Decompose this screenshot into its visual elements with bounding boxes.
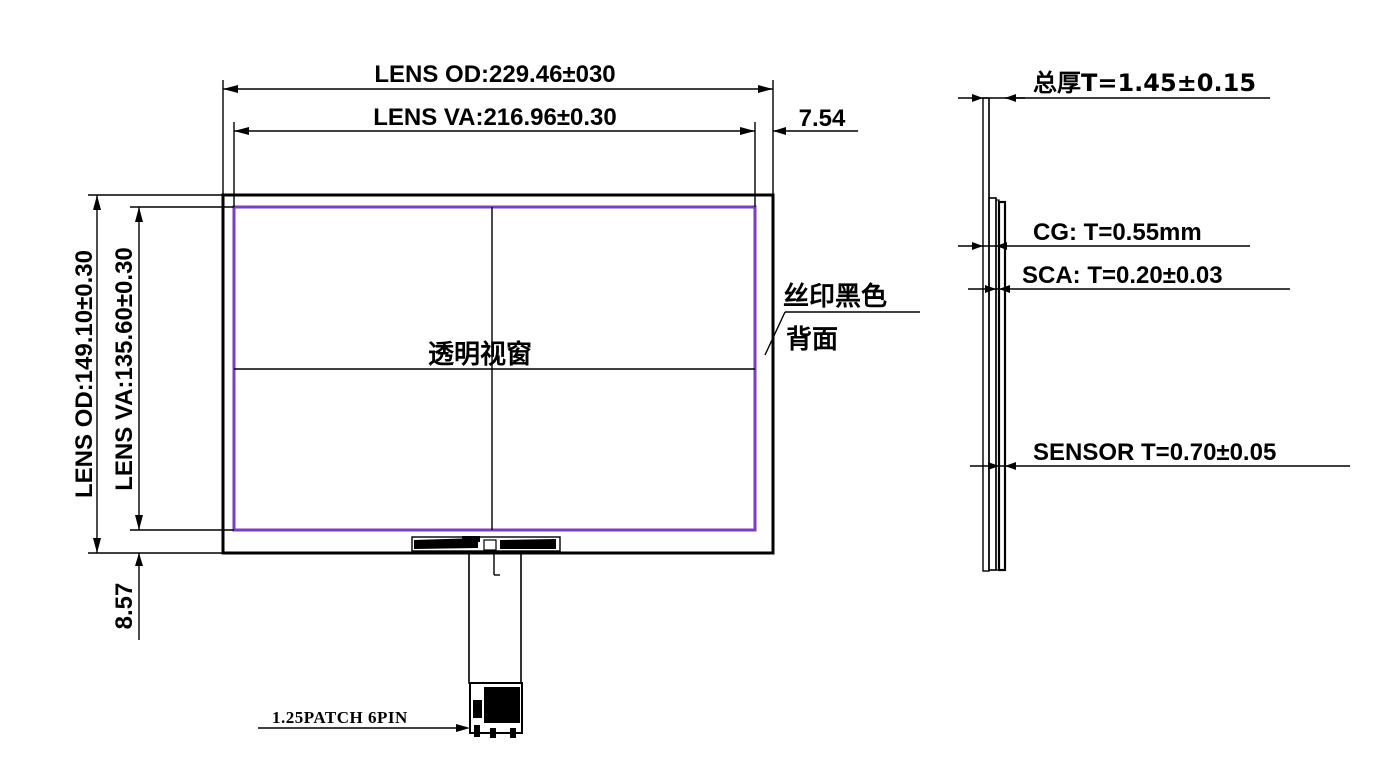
silkscreen-label-line2: 背面 [786,325,838,355]
layer-stack [982,97,1007,572]
lens-od-width-dimension: LENS OD:229.46±030 [222,61,774,195]
front-view: 透明视窗 LENS OD:229.46±030 LENS VA:216.96±0… [71,61,920,738]
lens-od-height-label: LENS OD:149.10±0.30 [71,250,98,498]
cover-glass-callout: CG: T=0.55mm [958,219,1250,250]
fpc-tail: 1.25PATCH 6PIN [258,536,561,738]
lens-va-height-label: LENS VA:135.60±0.30 [111,247,138,491]
sensor-callout: SENSOR T=0.70±0.05 [970,439,1350,470]
sca-callout: SCA: T=0.20±0.03 [968,262,1290,293]
lens-od-width-label: LENS OD:229.46±030 [374,61,615,88]
lens-od-height-dimension: LENS OD:149.10±0.30 [71,194,223,554]
cover-glass-label: CG: T=0.55mm [1033,219,1202,246]
right-border-dimension: 7.54 [773,105,858,135]
total-thickness-label: 总厚T=1.45±0.15 [1033,69,1256,97]
bottom-border-dimension: 8.57 [111,553,143,640]
bottom-border-label: 8.57 [111,583,138,630]
lens-va-height-dimension: LENS VA:135.60±0.30 [111,206,234,531]
total-thickness-callout: 总厚T=1.45±0.15 [958,69,1270,102]
silkscreen-callout: 丝印黑色 背面 [764,281,920,356]
silkscreen-label-line1: 丝印黑色 [783,281,887,312]
right-border-label: 7.54 [799,105,846,132]
connector-label: 1.25PATCH 6PIN [272,708,408,727]
sensor-label: SENSOR T=0.70±0.05 [1033,439,1276,466]
side-view: 总厚T=1.45±0.15 CG: T=0.55mm SCA: T=0.20±0… [958,69,1350,572]
lens-outline [221,193,775,555]
sca-label: SCA: T=0.20±0.03 [1022,262,1223,289]
lens-va-width-dimension: LENS VA:216.96±0.30 [233,104,756,207]
lens-va-width-label: LENS VA:216.96±0.30 [373,104,617,131]
viewing-window-label: 透明视窗 [428,339,532,370]
